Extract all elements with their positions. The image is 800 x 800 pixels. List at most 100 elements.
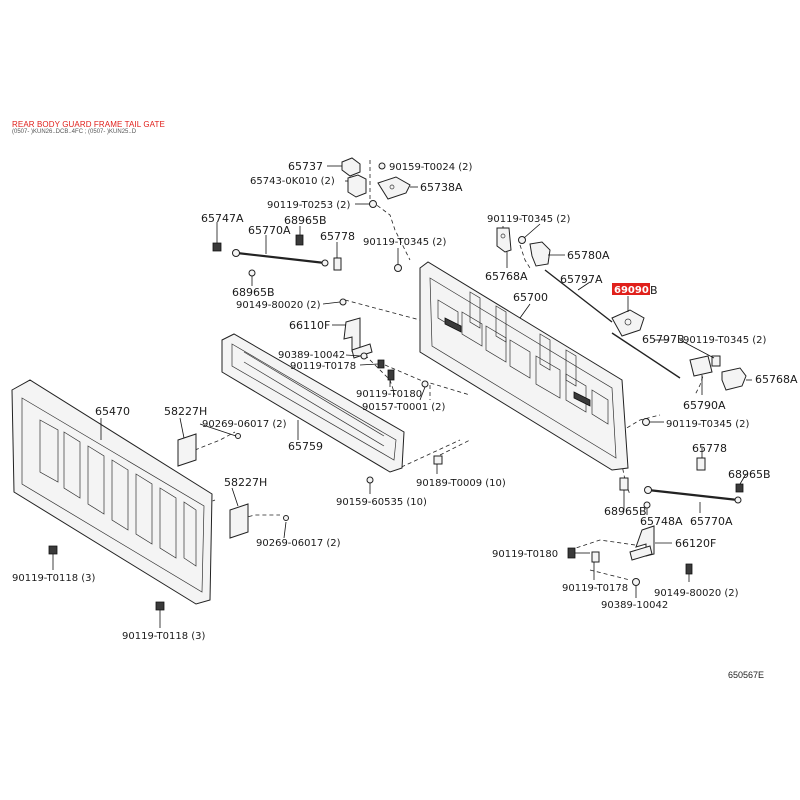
part-65780A-latch[interactable]	[529, 241, 551, 267]
part-65770A-cable-top[interactable]	[232, 249, 329, 267]
label-90149-80020-bottom[interactable]: 90149-80020 (2)	[654, 588, 739, 599]
label-66120F[interactable]: 66120F	[675, 537, 716, 550]
part-90149-80020-bolt-bottom[interactable]	[685, 563, 693, 575]
part-90389-10042-nut-bottom[interactable]	[632, 578, 640, 586]
label-65700[interactable]: 65700	[513, 291, 548, 304]
label-90149-80020-top[interactable]: 90149-80020 (2)	[236, 300, 321, 311]
part-65778-right-clip[interactable]	[696, 457, 706, 471]
leader-lines	[52, 165, 752, 628]
part-65700-tailgate-inner[interactable]	[419, 261, 629, 471]
part-90119-T0180-bolt-bottom[interactable]	[567, 547, 576, 559]
part-65470-tailgate-outer[interactable]	[11, 379, 213, 605]
label-58227H-top[interactable]: 58227H	[164, 405, 207, 418]
part-90119-T0345-bolt-c[interactable]	[711, 355, 721, 367]
part-58227H-plate-top[interactable]	[177, 433, 197, 467]
label-65770A-top[interactable]: 65770A	[248, 224, 291, 237]
part-90119-T0253-bolt[interactable]	[369, 200, 377, 208]
label-90119-T0345-c[interactable]: 90119-T0345 (2)	[683, 335, 767, 346]
part-68965B-right-washer[interactable]	[735, 483, 744, 493]
label-90119-T0180-bottom[interactable]: 90119-T0180	[492, 549, 558, 560]
label-90119-T0118-a[interactable]: 90119-T0118 (3)	[12, 573, 96, 584]
part-90149-80020-bolt-top[interactable]	[339, 298, 347, 306]
label-65797B[interactable]: 65797B	[642, 333, 685, 346]
part-65737-cover[interactable]	[341, 157, 361, 177]
part-90119-T0118-bolt-b[interactable]	[155, 601, 165, 611]
label-58227H-bottom[interactable]: 58227H	[224, 476, 267, 489]
label-90119-T0345-a[interactable]: 90119-T0345 (2)	[363, 237, 447, 248]
label-90119-T0253[interactable]: 90119-T0253 (2)	[267, 200, 351, 211]
label-69090B-highlighted[interactable]: 69090	[614, 285, 649, 296]
label-68965B-bottom[interactable]: 68965B	[604, 505, 647, 518]
part-90389-10042-nut-top[interactable]	[360, 352, 368, 360]
part-65770A-cable-bottom[interactable]	[644, 486, 742, 504]
part-66120F-bracket[interactable]	[629, 525, 655, 561]
label-90119-T0180-top[interactable]: 90119-T0180	[356, 389, 422, 400]
label-90119-T0178-bottom[interactable]: 90119-T0178	[562, 583, 628, 594]
label-65737[interactable]: 65737	[288, 160, 323, 173]
diagram-title: REAR BODY GUARD FRAME TAIL GATE	[12, 120, 165, 129]
label-65747A-top[interactable]: 65747A	[201, 212, 244, 225]
label-90119-T0345-d[interactable]: 90119-T0345 (2)	[666, 419, 750, 430]
label-66110F[interactable]: 66110F	[289, 319, 330, 332]
label-65780A[interactable]: 65780A	[567, 249, 610, 262]
label-65748A[interactable]: 65748A	[640, 515, 683, 528]
part-65743-cover[interactable]	[347, 174, 367, 198]
label-65768A-right[interactable]: 65768A	[755, 373, 798, 386]
label-90119-T0345-b[interactable]: 90119-T0345 (2)	[487, 214, 571, 225]
label-90389-10042-bottom[interactable]: 90389-10042	[601, 600, 668, 611]
part-58227H-plate-bottom[interactable]	[229, 503, 249, 539]
label-90159-T0024[interactable]: 90159-T0024 (2)	[389, 162, 473, 173]
part-65747A-bolt[interactable]	[212, 242, 222, 252]
part-68965B-top2-washer[interactable]	[248, 269, 256, 277]
figure-code: 650567E	[728, 670, 765, 680]
part-90189-T0009-clip[interactable]	[433, 455, 443, 465]
label-65738A-top[interactable]: 65738A	[420, 181, 463, 194]
part-90119-T0345-bolt-b[interactable]	[518, 236, 526, 244]
part-90119-T0178-bolt-top[interactable]	[377, 359, 385, 369]
part-65797B-rod[interactable]	[611, 332, 681, 379]
diagram-subtitle: (0507- )KUN26..DCB..4FC ; (0507- )KUN25.…	[12, 129, 137, 135]
label-65743-0K010[interactable]: 65743-0K010 (2)	[250, 176, 335, 187]
label-90159-60535[interactable]: 90159-60535 (10)	[336, 497, 427, 508]
label-65778-top[interactable]: 65778	[320, 230, 355, 243]
part-90269-06017-rivet-bottom[interactable]	[283, 515, 289, 521]
label-68965B-right[interactable]: 68965B	[728, 468, 771, 481]
label-90119-T0178-top[interactable]: 90119-T0178	[290, 361, 356, 372]
label-68965B-top2[interactable]: 68965B	[232, 286, 275, 299]
label-65768A-top[interactable]: 65768A	[485, 270, 528, 283]
label-65778-right[interactable]: 65778	[692, 442, 727, 455]
label-68965B-top1[interactable]: 68965B	[284, 214, 327, 227]
label-90269-06017-bottom[interactable]: 90269-06017 (2)	[256, 538, 341, 549]
label-69090B-suffix: B	[650, 284, 658, 297]
part-90159-60535-screw[interactable]	[366, 476, 374, 484]
part-90159-T0024-bolt[interactable]	[378, 162, 386, 170]
label-90157-T0001[interactable]: 90157-T0001 (2)	[362, 402, 446, 413]
label-90389-10042-top[interactable]: 90389-10042	[278, 350, 345, 361]
label-65797A[interactable]: 65797A	[560, 273, 603, 286]
part-90119-T0345-bolt-a[interactable]	[394, 264, 402, 272]
part-65778-top-clip[interactable]	[333, 257, 342, 271]
part-90157-T0001-bolt[interactable]	[421, 380, 429, 388]
part-90269-06017-rivet-top[interactable]	[235, 433, 241, 439]
part-65738A-hinge-top[interactable]	[377, 176, 411, 200]
part-66110F-bracket[interactable]	[343, 317, 373, 359]
part-90119-T0180-bolt-top[interactable]	[387, 369, 395, 381]
part-65759-panel-seal[interactable]	[221, 333, 405, 473]
label-65770A-bottom[interactable]: 65770A	[690, 515, 733, 528]
part-90119-T0118-bolt-a[interactable]	[48, 545, 58, 555]
label-65470[interactable]: 65470	[95, 405, 130, 418]
part-90119-T0345-bolt-d[interactable]	[642, 418, 650, 426]
part-65768A-hinge-top[interactable]	[496, 227, 512, 253]
label-90119-T0118-b[interactable]: 90119-T0118 (3)	[122, 631, 206, 642]
part-90119-T0178-bolt-bottom[interactable]	[591, 551, 600, 563]
part-65797A-rod[interactable]	[544, 269, 613, 323]
part-65768A-hinge-right[interactable]	[721, 367, 747, 391]
part-65790A-hinge[interactable]	[689, 355, 713, 377]
label-65759[interactable]: 65759	[288, 440, 323, 453]
part-69090B-handle-highlighted[interactable]	[611, 309, 645, 337]
label-90269-06017-top[interactable]: 90269-06017 (2)	[202, 419, 287, 430]
part-68965B-top-washer[interactable]	[295, 234, 304, 246]
label-65790A[interactable]: 65790A	[683, 399, 726, 412]
label-90189-T0009[interactable]: 90189-T0009 (10)	[416, 478, 506, 489]
part-68965B-bottom-washer[interactable]	[619, 477, 629, 491]
